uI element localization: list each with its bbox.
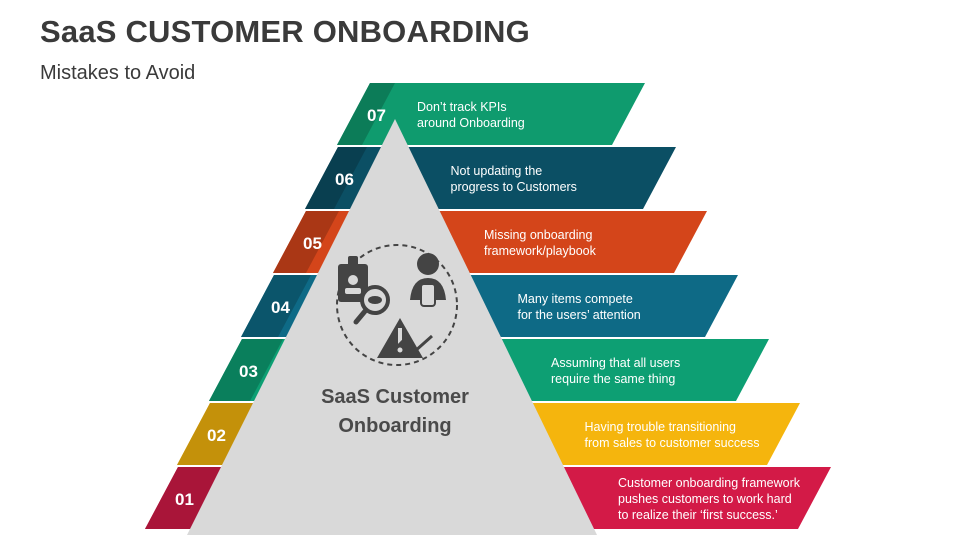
page-subtitle: Mistakes to Avoid — [40, 62, 196, 84]
step-description-line: Assuming that all users — [551, 356, 680, 370]
step-number-box — [337, 83, 395, 145]
step-number: 03 — [239, 362, 258, 381]
step-band — [337, 83, 645, 145]
step-number: 05 — [303, 234, 322, 253]
step-description-line: around Onboarding — [417, 116, 525, 130]
step-description-line: for the users’ attention — [518, 308, 641, 322]
step-description-line: from sales to customer success — [585, 436, 760, 450]
step-number-box — [145, 467, 227, 529]
step-number: 02 — [207, 426, 226, 445]
step-description-line: require the same thing — [551, 372, 675, 386]
step-description-line: Having trouble transitioning — [585, 420, 737, 434]
step-number-box — [209, 339, 283, 401]
step-description-line: Not updating the — [451, 164, 543, 178]
step-description-line: Missing onboarding — [484, 228, 592, 242]
step-number: 01 — [175, 490, 194, 509]
center-label-line2: Onboarding — [338, 415, 451, 437]
step-number-box — [273, 211, 339, 273]
central-triangle — [187, 119, 597, 535]
onboarding-people-search-warning-icon — [336, 244, 458, 366]
step-description-line: Many items compete — [518, 292, 633, 306]
step-description-line: pushes customers to work hard — [618, 492, 792, 506]
step-description-line: Customer onboarding framework — [618, 476, 801, 490]
page-title: SaaS CUSTOMER ONBOARDING — [40, 14, 530, 49]
step-description-line: to realize their ‘first success.’ — [618, 508, 778, 522]
step-number-box — [305, 147, 367, 209]
step-description-line: framework/playbook — [484, 244, 597, 258]
step-number: 07 — [367, 106, 386, 125]
step-number: 06 — [335, 170, 354, 189]
step-description-line: progress to Customers — [451, 180, 577, 194]
step-description-line: Don’t track KPIs — [417, 100, 507, 114]
step-number: 04 — [271, 298, 290, 317]
step-number-box — [241, 275, 311, 337]
center-label-line1: SaaS Customer — [321, 386, 469, 408]
step-number-box — [177, 403, 255, 465]
